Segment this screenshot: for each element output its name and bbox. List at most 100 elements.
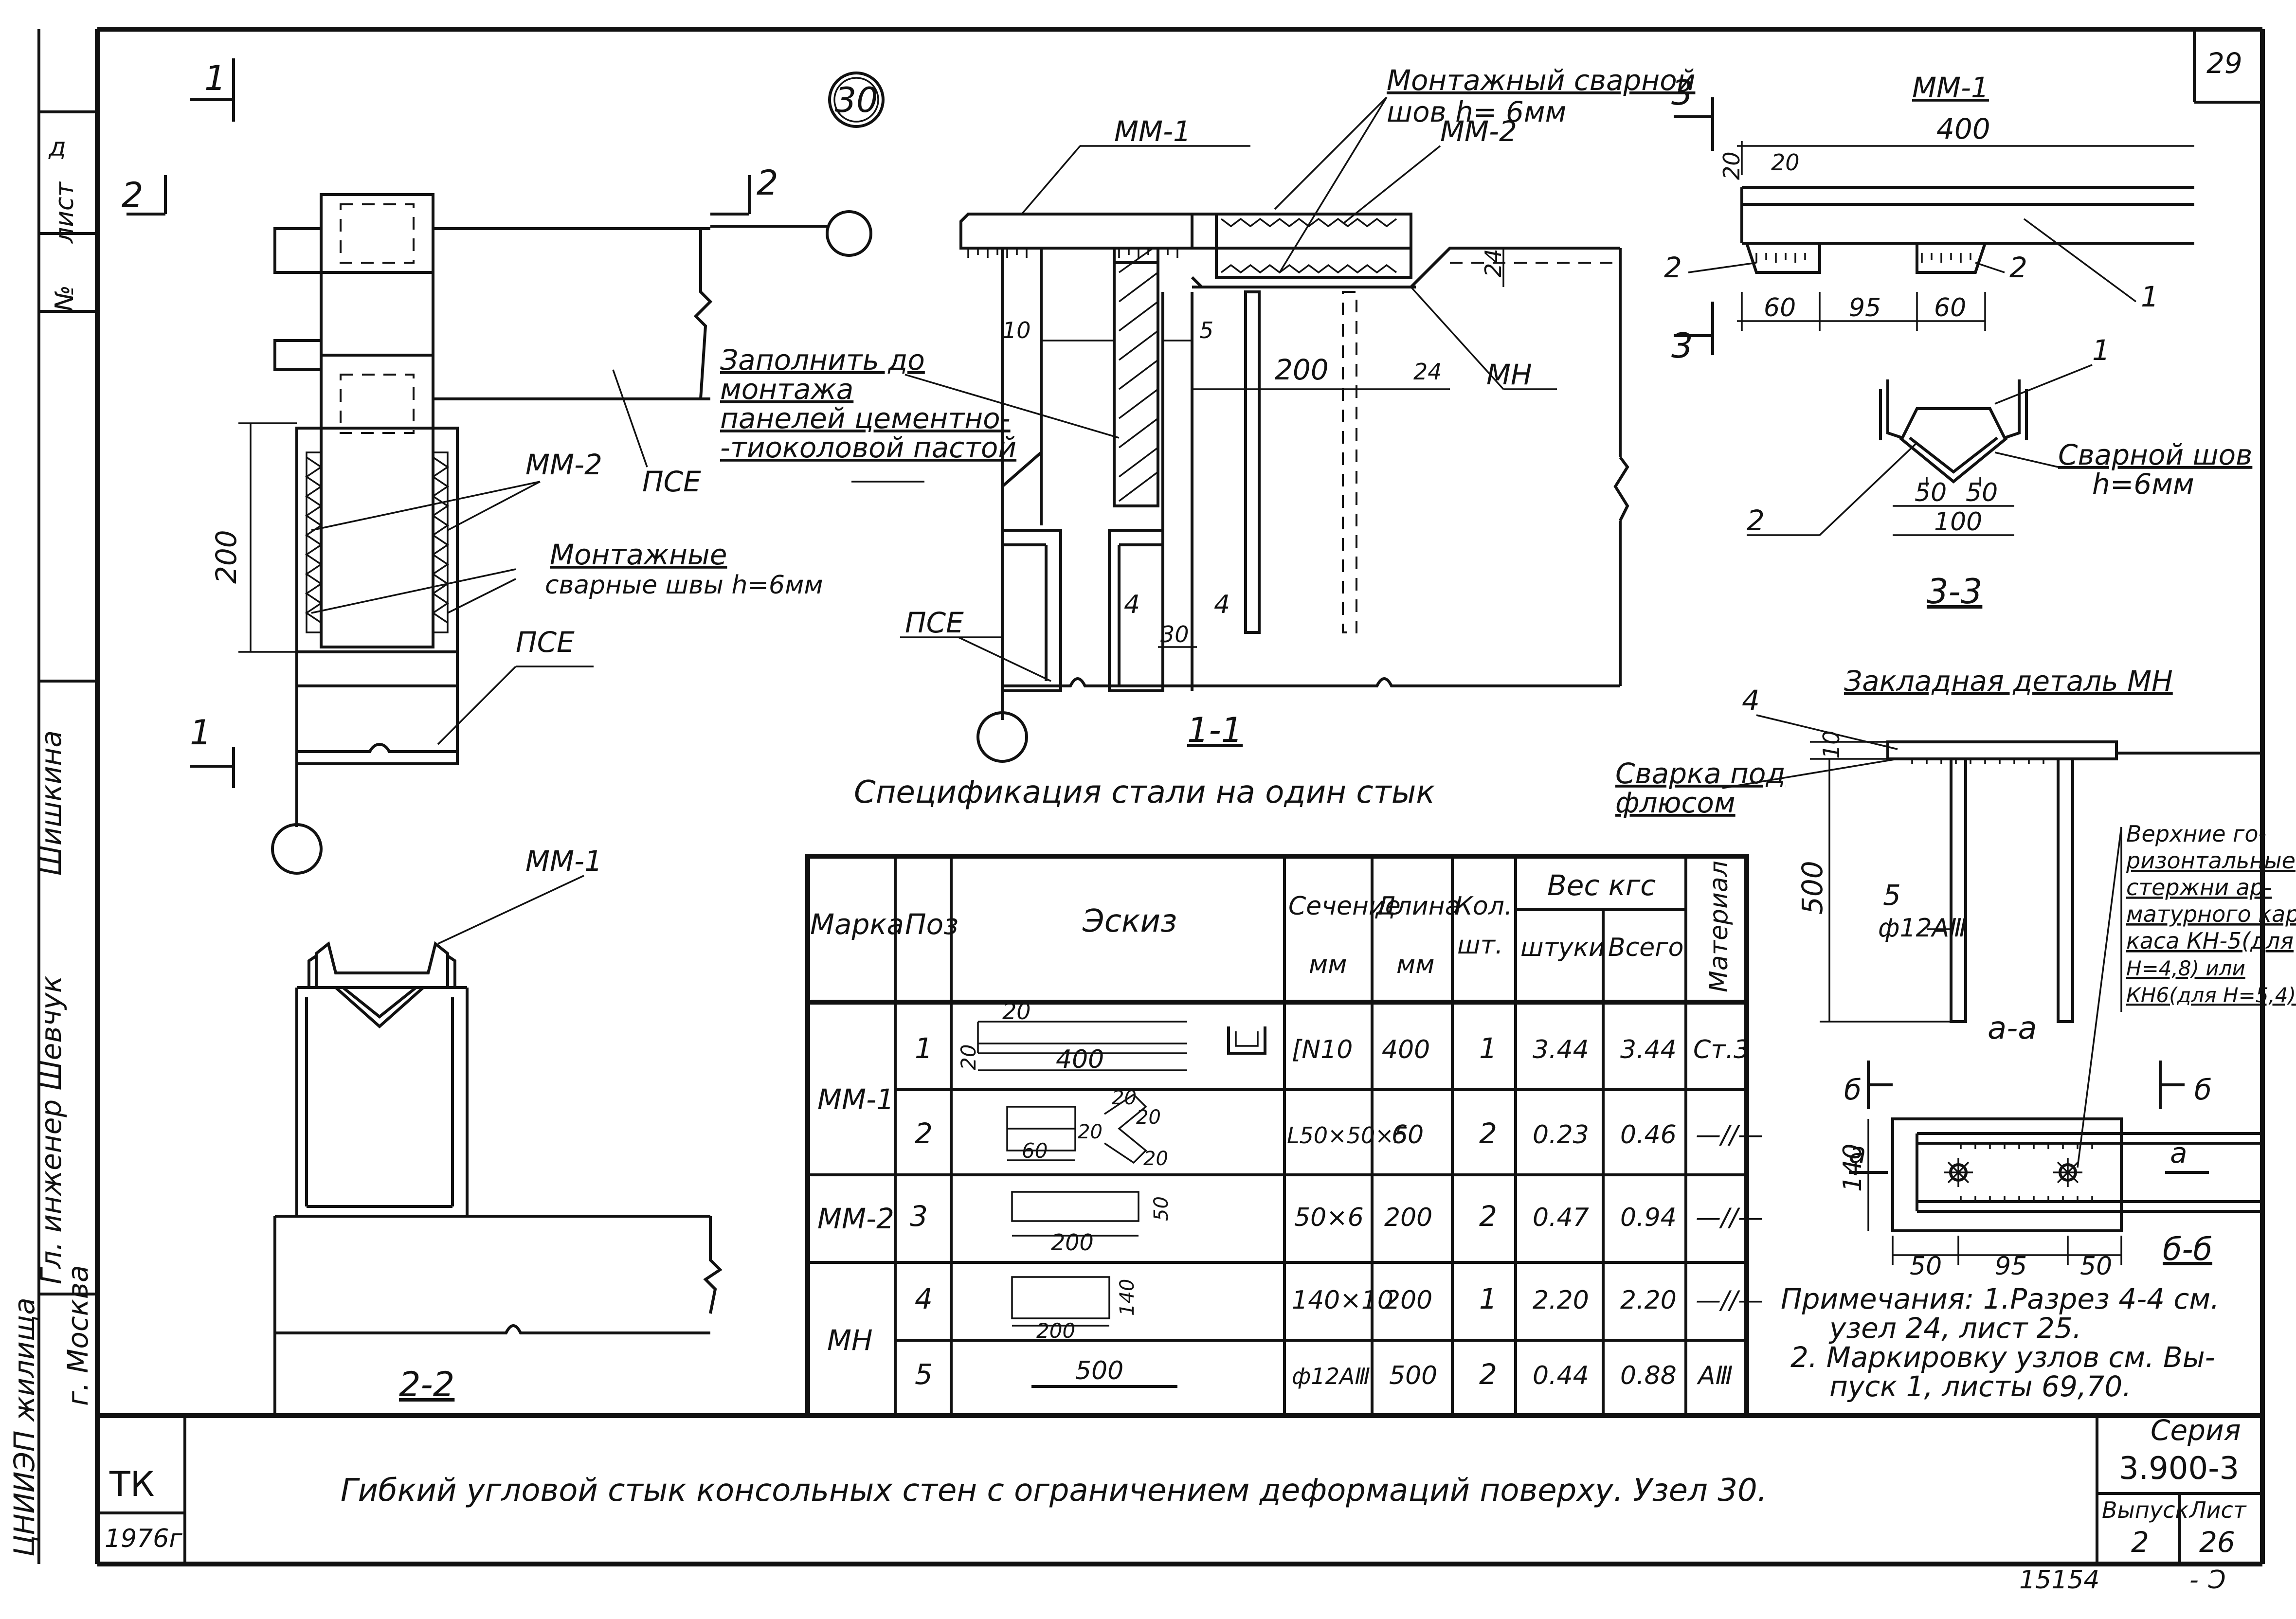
margin-d: д [48,133,66,162]
note-line-3: 2. Маркировку узлов см. Вы- [1790,1341,2215,1374]
cell-section: [N10 [1292,1035,1353,1064]
view-mm1-small: ММ-1 2-2 [273,845,723,1416]
mark-mn: МН [827,1324,873,1357]
sketch-angle: 60 20 20 20 20 [1006,1087,1168,1170]
mn-section-aa: а-а [1988,1010,2037,1046]
cell-w-piece: 0.44 [1533,1361,1589,1390]
sketch-strip: 200 50 [1011,1191,1173,1256]
cut-3-bottom: 3 [1671,326,1693,366]
s33-weld-1: Сварной шов [2058,438,2252,471]
cell-length: 200 [1384,1203,1432,1232]
cut-2-left: 2 [122,175,144,215]
cell-w-total: 0.88 [1620,1361,1677,1390]
detail-pos-2a: 2 [1664,251,1682,284]
caption-3-3: 3-3 [1927,572,1982,612]
th-length-unit: мм [1396,950,1434,979]
note-line-4: пуск 1, листы 69,70. [1829,1370,2132,1403]
s33-pos-1: 1 [2092,334,2110,367]
mn-dim-50a: 50 [1910,1252,1942,1281]
mn-pos-5: 5 [1883,879,1901,912]
cell-pos: 3 [910,1200,928,1233]
spec-title: Спецификация стали на один стык [854,774,1435,810]
mn-cut-a-left: а [1849,1136,1866,1169]
notes: Примечания: 1.Разрез 4-4 см. узел 24, ли… [1781,1282,2220,1403]
cut-1-top: 1 [204,58,226,98]
cell-length: 500 [1389,1361,1437,1390]
sheet-frame: 29 [95,27,2265,1566]
s33-dim-50a: 50 [1915,478,1947,507]
cell-qty: 2 [1479,1200,1497,1233]
series-number: 3.900-3 [2119,1451,2239,1487]
s33-weld-2: h=6мм [2092,468,2194,501]
dim-4a-11: 4 [1124,590,1140,619]
th-weight-total: Всего [1608,933,1683,962]
sk1-dim-20b: 20 [957,1044,980,1070]
sk2-dim-60: 60 [1022,1139,1048,1163]
cell-section: ф12АⅢ [1292,1363,1370,1389]
mn-note-5: каса КН-5(для [2126,928,2294,954]
mn-note-6: Н=4,8) или [2126,956,2245,980]
detail-dim-20a: 20 [1771,149,1800,176]
detail-mm1: ММ-1 400 20 20 2 2 1 60 95 60 3 [1664,71,2194,366]
mn-dim-10: 10 [1818,730,1844,759]
cell-material: —//— [1696,1203,1763,1232]
fill-note-3: панелей цементно- [720,402,1011,435]
label-mm1-small: ММ-1 [525,845,602,878]
th-section-unit: мм [1309,950,1347,979]
caption-2-2: 2-2 [399,1365,454,1404]
label-mm2-view22: ММ-2 [525,448,602,481]
cell-material: —//— [1696,1120,1763,1150]
mn-note-1: Верхние го- [2126,821,2266,847]
list-number: 26 [2199,1526,2235,1559]
mn-note-7: КН6(для Н=5,4) [2126,983,2296,1007]
table-row: 3 50×6 200 2 0.47 0.94 —//— 200 50 [910,1191,1763,1256]
cell-material: Ст.3 [1693,1035,1750,1064]
fill-note-2: монтажа [720,373,853,406]
cell-w-piece: 0.23 [1533,1120,1589,1150]
cell-qty: 1 [1479,1282,1497,1315]
sk2-dim-20a: 20 [1112,1087,1137,1109]
s33-dim-50b: 50 [1966,478,1998,507]
table-row: 5 ф12АⅢ 500 2 0.44 0.88 АⅢ 500 [915,1356,1733,1391]
spec-table: Марка Поз Эскиз Сечение мм Длина мм Кол.… [805,854,1763,1418]
sk4-dim-140: 140 [1116,1279,1139,1316]
cell-length: 200 [1384,1286,1432,1315]
dim-24-11b: 24 [1413,359,1442,385]
section-3-3: 1 Сварной шов h=6мм 2 50 50 100 3-3 [1747,334,2252,612]
mn-weld-flux-1: Сварка под [1615,757,1786,790]
s33-dim-100: 100 [1934,507,1982,537]
mn-dim-95: 95 [1995,1252,2027,1281]
section-1-1: 30 ММ-1 Монтажный сварной шов h= 6мм ММ-… [720,64,1714,763]
dim-4b-11: 4 [1214,590,1230,619]
detail-dim-20b: 20 [1718,151,1745,180]
fill-note-1: Заполнить до [720,343,925,377]
label-welds-1: Монтажные [550,538,727,571]
caption-1-1: 1-1 [1187,710,1243,750]
cut-3-top: 3 [1671,73,1693,113]
margin-no: № [50,285,79,313]
mn-dim-50b: 50 [2080,1252,2112,1281]
th-section: Сечение [1288,892,1401,921]
margin-signature: Шишкина [35,730,68,876]
label-mn-11: МН [1486,358,1532,391]
mn-note-2: ризонтальные [2126,847,2296,874]
left-margin: д лист № Гл. инженер Шевчук Шишкина ЦНИИ… [8,29,97,1564]
cell-length: 60 [1392,1120,1424,1150]
mn-dim-500: 500 [1796,861,1829,915]
dim-200-view22: 200 [210,530,243,584]
mn-note-4: матурного кар- [2126,901,2296,927]
cell-qty: 2 [1479,1358,1497,1391]
cell-w-piece: 0.47 [1533,1203,1589,1232]
cell-section: L50×50×5 [1287,1122,1408,1149]
cell-qty: 2 [1479,1117,1497,1150]
cell-length: 400 [1382,1035,1430,1064]
cell-w-piece: 2.20 [1533,1286,1589,1315]
note-line-2: узел 24, лист 25. [1828,1312,2081,1345]
detail-pos-2b: 2 [2009,251,2027,284]
title-text: Гибкий угловой стык консольных стен с ог… [341,1473,1767,1509]
cell-pos: 4 [915,1282,933,1315]
label-welds-2: сварные швы h=6мм [545,571,823,600]
stamp-page: 15154 [2019,1565,2099,1595]
detail-dim-400: 400 [1936,112,1990,145]
fill-note-4: -тиоколовой пастой [720,431,1016,464]
